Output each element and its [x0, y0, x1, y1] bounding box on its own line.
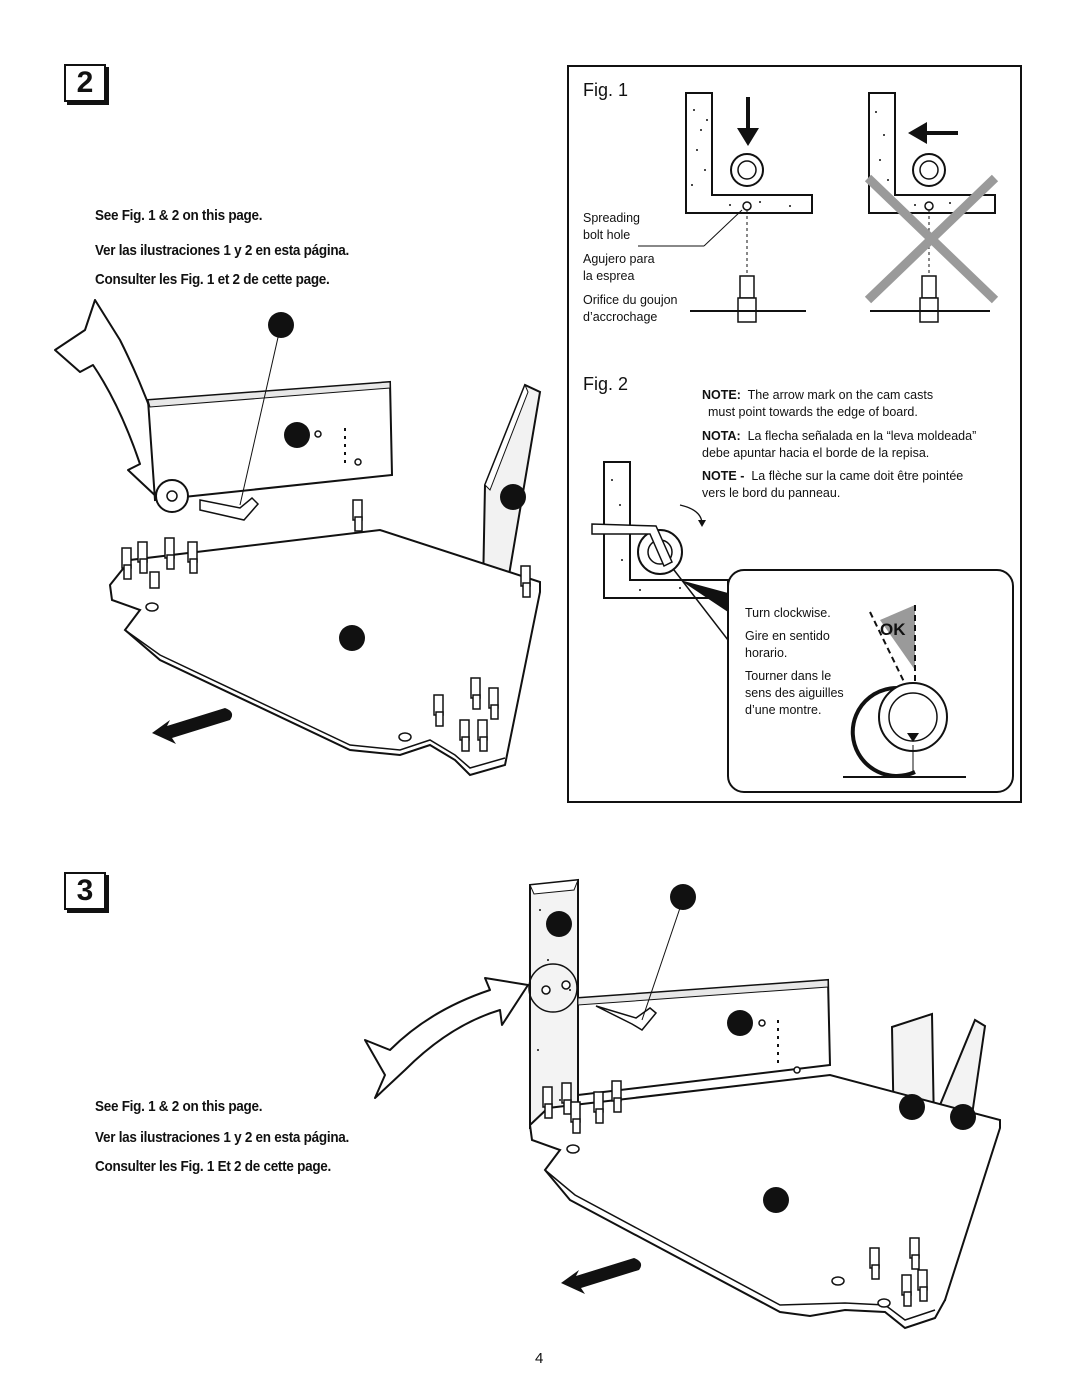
turn-clockwise-fr-2: sens des aiguilles	[745, 686, 844, 700]
note-cont-en: must point towards the edge of board.	[708, 405, 918, 419]
fig-1-label-esprea: la esprea	[583, 269, 635, 283]
note-cont-fr: vers le bord du panneau.	[702, 486, 841, 500]
fig-1-label-agujero: Agujero para	[583, 252, 655, 266]
step-3-number: 3	[64, 872, 106, 910]
fig-1-label-accrochage: d’accrochage	[583, 310, 658, 324]
turn-clockwise-es-2: horario.	[745, 646, 788, 660]
step-3-instruction-fr: Consulter les Fig. 1 Et 2 de cette page.	[95, 1158, 332, 1175]
step-2-number: 2	[64, 64, 106, 102]
note-text-fr: La flèche sur la came doit être pointée	[751, 469, 964, 483]
fig-1-label-orifice: Orifice du goujon	[583, 293, 678, 307]
step-2-instruction-en: See Fig. 1 & 2 on this page.	[95, 207, 263, 224]
fig-1-label-bolt-hole: bolt hole	[583, 228, 631, 242]
fig-1-label-spreading: Spreading	[583, 211, 640, 225]
step-2-assembly-illustration	[54, 299, 542, 777]
fig-1-illustration	[638, 92, 999, 323]
step-3-instruction-es: Ver las ilustraciones 1 y 2 en esta pági…	[95, 1129, 350, 1146]
fig-2-note-es: NOTA: La flecha señalada en la “leva mol…	[702, 428, 1017, 462]
step-2-instruction-es: Ver las ilustraciones 1 y 2 en esta pági…	[95, 242, 350, 259]
ok-label: OK	[880, 620, 906, 639]
note-text-en: The arrow mark on the cam casts	[747, 388, 934, 402]
fig-2-title: Fig. 2	[583, 374, 629, 394]
turn-clockwise-en: Turn clockwise.	[745, 606, 831, 620]
page-number: 4	[535, 1350, 544, 1367]
fig-2-note-en: NOTE: The arrow mark on the cam casts mu…	[702, 387, 1017, 421]
note-text-es: La flecha señalada en la “leva moldeada”	[747, 429, 977, 443]
note-cont-es: debe apuntar hacia el borde de la repisa…	[702, 446, 930, 460]
figure-panel	[567, 65, 1022, 803]
note-tag-es: NOTA:	[702, 429, 741, 443]
step-2-instruction-fr: Consulter les Fig. 1 et 2 de cette page.	[95, 271, 330, 288]
step-3-instruction-en: See Fig. 1 & 2 on this page.	[95, 1098, 263, 1115]
fig-2-illustration	[591, 461, 1014, 793]
note-tag-en: NOTE:	[702, 388, 741, 402]
note-tag-fr: NOTE -	[702, 469, 745, 483]
turn-clockwise-fr-3: d’une montre.	[745, 703, 822, 717]
turn-clockwise-fr-1: Tourner dans le	[745, 669, 832, 683]
turn-clockwise-es-1: Gire en sentido	[745, 629, 830, 643]
fig-1-title: Fig. 1	[583, 80, 629, 100]
fig-2-note-fr: NOTE - La flèche sur la came doit être p…	[702, 468, 1017, 502]
